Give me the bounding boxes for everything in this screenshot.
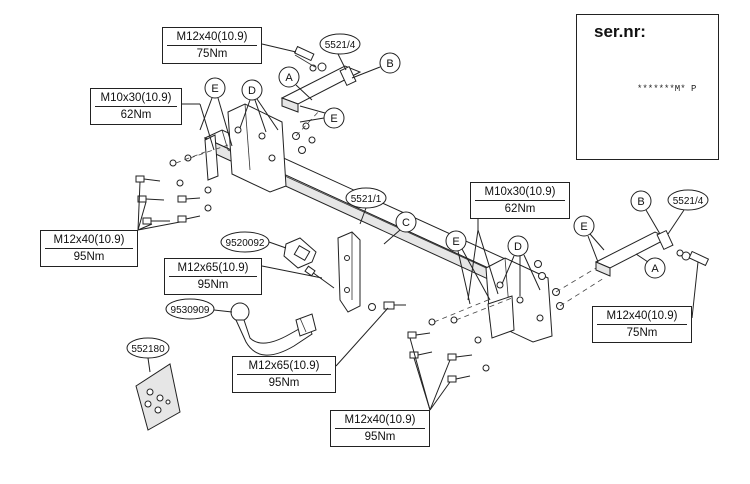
bolt <box>447 353 473 361</box>
part-labels: 5521/4 5521/1 5521/4 9520092 9530909 552… <box>126 33 709 373</box>
torque-value: 95Nm <box>268 377 300 389</box>
torque-value: 95Nm <box>197 279 229 291</box>
label-5521-4-right: 5521/4 <box>673 196 704 207</box>
bolt <box>177 215 201 223</box>
spec-leaders <box>137 43 699 411</box>
right-mounting-bracket <box>485 257 553 343</box>
bolts-bottom <box>407 297 513 383</box>
torque-value: 95Nm <box>73 251 105 263</box>
callout-d-right: D <box>514 241 522 253</box>
spec-box-top: M12x40(10.9) 75Nm <box>162 27 262 64</box>
socket-plate <box>283 237 335 289</box>
torque-value: 62Nm <box>120 109 152 121</box>
bolt <box>177 195 201 203</box>
callout-a-left: A <box>285 72 293 84</box>
serial-number-title: ser.nr: <box>594 22 646 41</box>
bolt-size: M12x65(10.9) <box>169 261 257 277</box>
serial-number-warning-box <box>576 14 719 160</box>
bolt <box>447 375 471 383</box>
spec-box-left-lower: M12x40(10.9) 95Nm <box>40 230 138 267</box>
spec-box-left-upper: M10x30(10.9) 62Nm <box>90 88 182 125</box>
bolt <box>142 217 170 225</box>
letter-callouts: A B E E D C E D <box>199 52 666 305</box>
label-5521-1: 5521/1 <box>351 194 382 205</box>
bolt-size: M10x30(10.9) <box>475 185 565 201</box>
tow-ball <box>230 302 317 356</box>
label-9520092: 9520092 <box>226 238 265 249</box>
bolt <box>135 175 161 183</box>
torque-value: 75Nm <box>196 48 228 60</box>
spec-box-right-lower: M12x40(10.9) 75Nm <box>592 306 692 343</box>
bolt-size: M12x65(10.9) <box>237 359 331 375</box>
nuts-top <box>292 109 321 154</box>
torque-value: 95Nm <box>364 431 396 443</box>
serial-number-label: *******M* P <box>637 84 697 94</box>
bolt <box>409 351 433 359</box>
callout-e-center: E <box>452 236 459 248</box>
callout-b-left: B <box>386 58 393 70</box>
side-bracket-right <box>594 229 710 277</box>
spec-box-center-upper: M12x65(10.9) 95Nm <box>164 258 262 295</box>
callout-e-left: E <box>211 83 218 95</box>
side-bracket-left <box>280 45 362 113</box>
callout-e-right: E <box>580 221 587 233</box>
spec-box-bottom: M12x40(10.9) 95Nm <box>330 410 430 447</box>
bolt-size: M12x40(10.9) <box>335 413 425 429</box>
torque-value: 62Nm <box>504 203 536 215</box>
nuts-right <box>534 260 605 310</box>
callout-b-right: B <box>637 196 644 208</box>
callout-a-right: A <box>651 263 659 275</box>
callout-c: C <box>402 217 410 229</box>
bolt-size: M12x40(10.9) <box>45 233 133 249</box>
electric-kit <box>135 363 181 431</box>
bolt <box>137 195 165 203</box>
torque-value: 75Nm <box>626 327 658 339</box>
bolt-size: M10x30(10.9) <box>95 91 177 107</box>
bolts-left <box>135 144 229 225</box>
label-9530909: 9530909 <box>171 305 210 316</box>
spec-box-right-upper: M10x30(10.9) 62Nm <box>470 182 570 219</box>
bolt-size: M12x40(10.9) <box>597 309 687 325</box>
hitch-plate <box>337 231 361 313</box>
callout-e-top: E <box>330 113 337 125</box>
callout-d-left: D <box>248 85 256 97</box>
left-mounting-bracket <box>204 103 287 193</box>
bolt-size: M12x40(10.9) <box>167 30 257 46</box>
label-5521-4-top: 5521/4 <box>325 40 356 51</box>
label-552180: 552180 <box>131 344 165 355</box>
bolt <box>407 331 431 339</box>
center-bolt <box>368 301 406 311</box>
spec-box-center-lower: M12x65(10.9) 95Nm <box>232 356 336 393</box>
